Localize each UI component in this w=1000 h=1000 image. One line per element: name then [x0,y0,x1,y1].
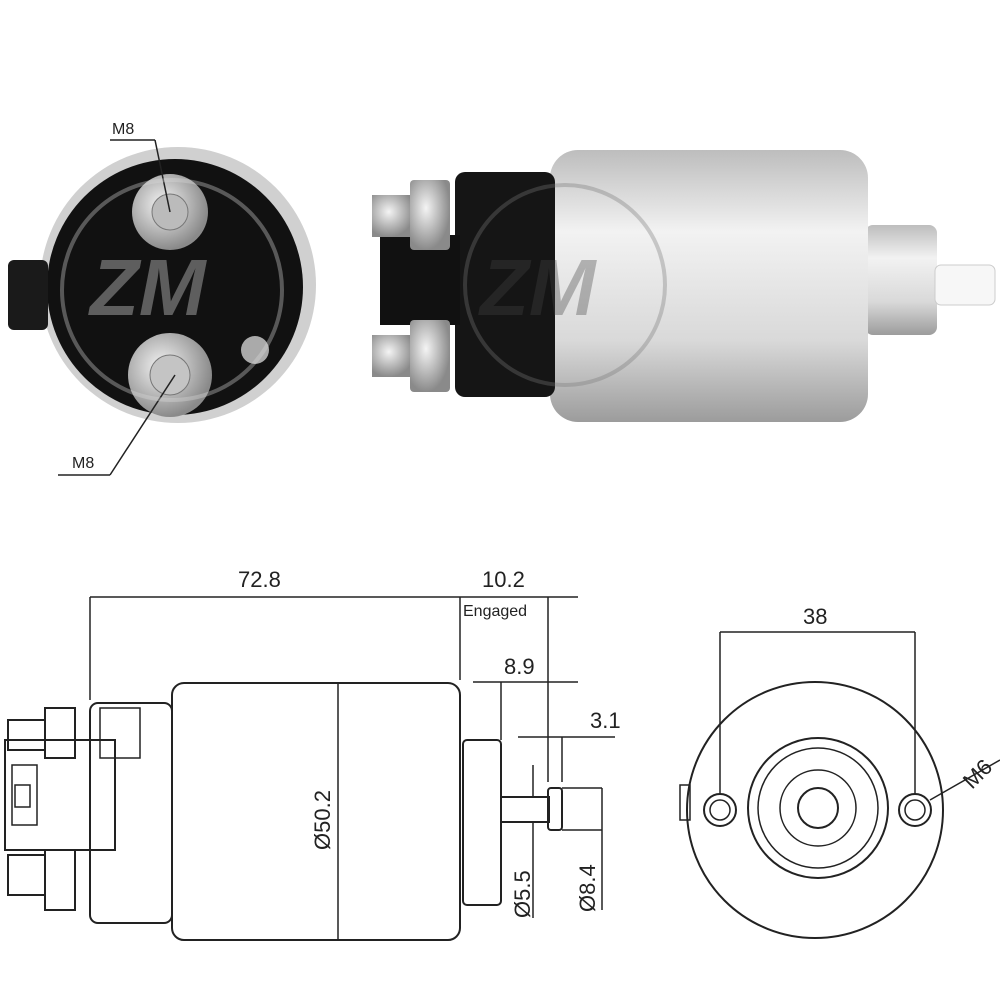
plunger [865,225,937,335]
dim-hole-spacing: 38 [803,604,827,629]
side-view-photo [372,150,996,422]
solenoid-body [550,150,868,422]
stud-thread-top [372,195,414,237]
dim-length: 72.8 [238,567,281,592]
dim-plunger-offset: 8.9 [504,654,535,679]
dim-shaft-diameter: Ø5.5 [510,870,535,918]
nut-bottom [410,320,450,392]
small-terminal [241,336,269,364]
end-view-photo: M8 M8 [8,121,316,476]
label-m8-bottom: M8 [72,455,94,472]
engaged-label: Engaged [463,603,527,620]
mount-hole-left [703,793,737,827]
watermark-text-2: ZM [478,243,598,332]
dim-engaged-travel: 10.2 [482,567,525,592]
shaft [500,796,550,823]
watermark-logo: ZM ZM [60,178,667,402]
plunger-tip [934,264,996,306]
end-drawing: 38 M6 [679,604,1000,939]
terminal-cap [47,159,303,415]
watermark-text: ZM [88,243,208,332]
connector-tab [8,260,48,330]
dim-tip-diameter: Ø8.4 [575,864,600,912]
side-drawing: 72.8 10.2 Engaged 8.9 3.1 Ø50.2 Ø5.5 Ø8.… [4,567,621,941]
stud-thread-bottom [372,335,414,377]
body-circle [686,681,944,939]
mount-hole-right [898,793,932,827]
tip [547,787,563,831]
nut-top [410,180,450,250]
dim-tip-length: 3.1 [590,708,621,733]
terminal-cap-side [455,172,555,397]
label-m8-top: M8 [112,121,134,138]
label-mount-thread: M6 [958,754,997,793]
dim-body-diameter: Ø50.2 [310,790,335,850]
